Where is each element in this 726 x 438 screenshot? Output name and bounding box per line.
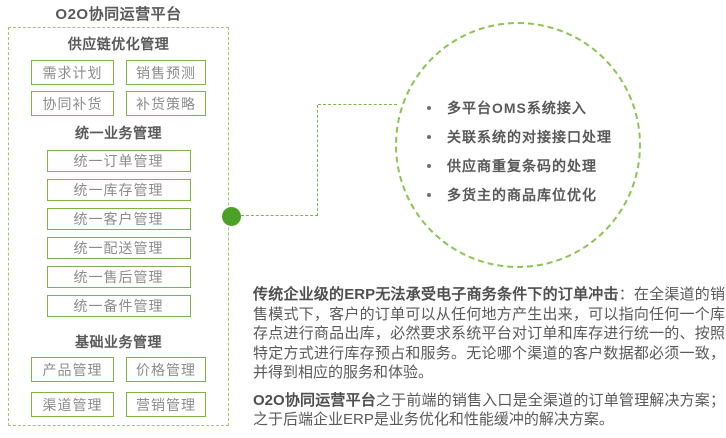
supply-chain-grid: 需求计划 销售预测 协同补货 补货策略 (31, 60, 206, 116)
unified-business-stack: 统一订单管理 统一库存管理 统一客户管理 统一配送管理 统一售后管理 统一备件管… (46, 150, 191, 317)
connector-line-horizontal-upper (318, 104, 397, 105)
module-box-unified-aftersales: 统一售后管理 (46, 266, 191, 288)
paragraph-lead: O2O协同运营平台 (253, 391, 376, 409)
page-title: O2O协同运营平台 (55, 6, 182, 23)
connector-line-vertical (317, 105, 318, 216)
paragraph-erp-limitation: 传统企业级的ERP无法承受电子商务条件下的订单冲击：在全渠道的销售模式下，客户的… (253, 285, 725, 383)
bullet-item-interface-handling: 关联系统的对接接口处理 (427, 122, 612, 151)
bullet-dot-icon (427, 134, 431, 139)
circle-bullet-list: 多平台OMS系统接入 关联系统的对接接口处理 供应商重复条码的处理 多货主的商品… (427, 93, 612, 209)
bullet-text: 供应商重复条码的处理 (447, 157, 597, 174)
platform-panel: 供应链优化管理 需求计划 销售预测 协同补货 补货策略 统一业务管理 统一订单管… (8, 27, 229, 426)
bullet-item-duplicate-barcode: 供应商重复条码的处理 (427, 151, 612, 180)
highlight-circle (395, 22, 641, 268)
bullet-text: 多货主的商品库位优化 (447, 186, 597, 203)
module-box-unified-inventory: 统一库存管理 (46, 179, 191, 201)
module-box-replenishment-strategy: 补货策略 (126, 91, 206, 116)
module-box-unified-order: 统一订单管理 (46, 150, 191, 172)
module-box-sales-forecast: 销售预测 (126, 60, 206, 85)
module-box-unified-spareparts: 统一备件管理 (46, 295, 191, 317)
module-box-channel: 渠道管理 (31, 392, 114, 417)
paragraph-body: 之于前端的销售入口是全渠道的订单管理解决方案；之于后端企业ERP是业务优化和性能… (253, 391, 725, 429)
connector-line-horizontal-lower (241, 215, 318, 216)
basic-business-grid: 产品管理 价格管理 渠道管理 营销管理 (31, 357, 206, 417)
description-paragraphs: 传统企业级的ERP无法承受电子商务条件下的订单冲击：在全渠道的销售模式下，客户的… (253, 285, 725, 430)
module-box-unified-delivery: 统一配送管理 (46, 237, 191, 259)
bullet-text: 关联系统的对接接口处理 (447, 128, 612, 145)
paragraph-body: ：在全渠道的销售模式下，客户的订单可以从任何地方产生出来，可以指向任何一个库存点… (253, 286, 725, 381)
module-box-demand-planning: 需求计划 (31, 60, 114, 85)
section-heading-supply-chain: 供应链优化管理 (67, 36, 170, 52)
module-box-price: 价格管理 (126, 357, 206, 382)
bullet-item-oms-access: 多平台OMS系统接入 (427, 93, 612, 122)
section-heading-basic-business: 基础业务管理 (75, 334, 162, 350)
module-box-product: 产品管理 (31, 357, 114, 382)
module-box-collab-replenishment: 协同补货 (31, 91, 114, 116)
module-box-unified-customer: 统一客户管理 (46, 208, 191, 230)
bullet-item-slot-optimization: 多货主的商品库位优化 (427, 180, 612, 209)
bullet-text: 多平台OMS系统接入 (447, 99, 587, 116)
section-heading-unified-business: 统一业务管理 (75, 125, 162, 141)
bullet-dot-icon (427, 192, 431, 197)
module-box-marketing: 营销管理 (126, 392, 206, 417)
paragraph-o2o-platform: O2O协同运营平台之于前端的销售入口是全渠道的订单管理解决方案；之于后端企业ER… (253, 391, 725, 430)
paragraph-lead: 传统企业级的ERP无法承受电子商务条件下的订单冲击 (253, 286, 619, 303)
bullet-dot-icon (427, 163, 431, 168)
connector-dot (222, 207, 241, 226)
bullet-dot-icon (427, 105, 431, 110)
